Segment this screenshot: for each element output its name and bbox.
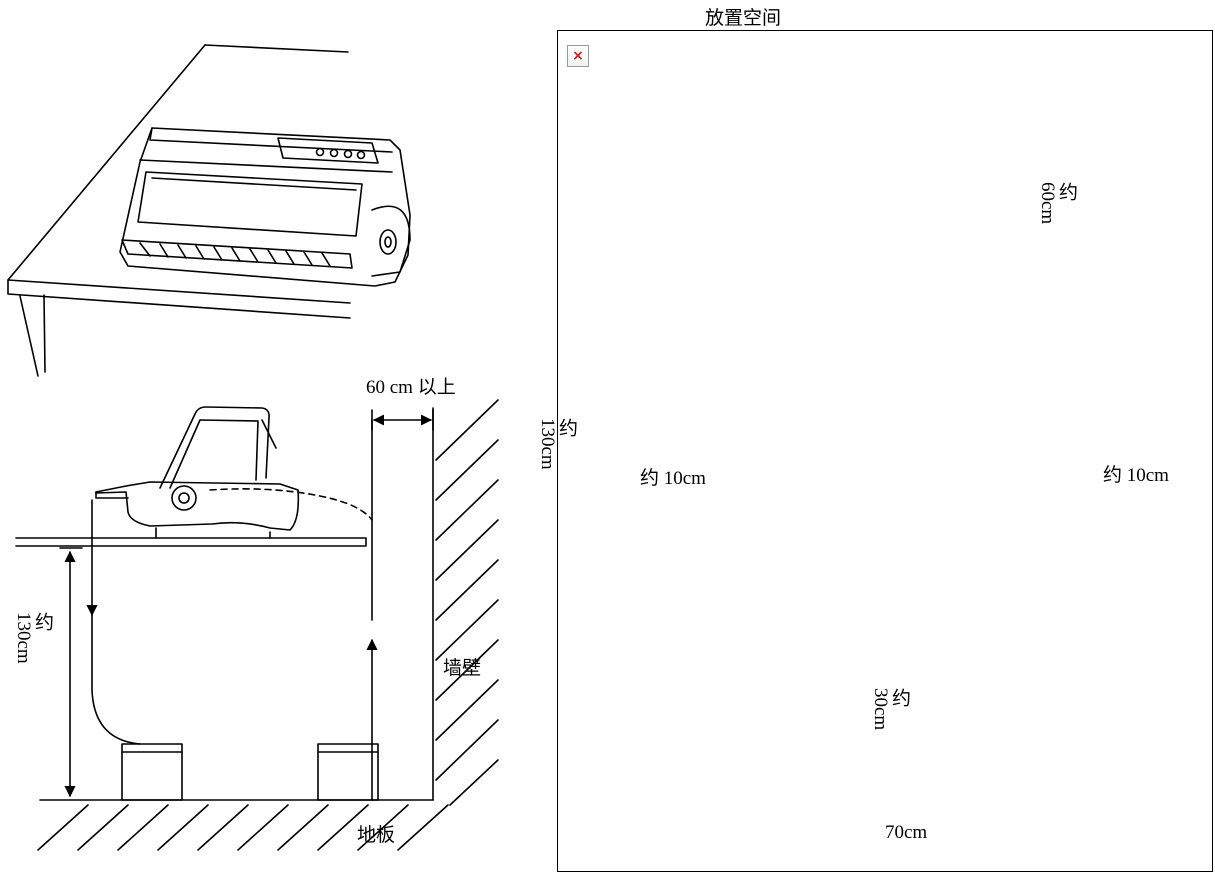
floor-label: 地板: [357, 825, 396, 846]
clearance-dimension: [371, 409, 434, 431]
printer-perspective: [119, 127, 411, 287]
space-back-label: 约 60cm: [1037, 182, 1077, 225]
height-dimension: [59, 547, 83, 798]
clearance-top-label: 60 cm 以上: [366, 377, 456, 398]
side-view-wall: [432, 399, 499, 806]
height-left-label: 约 130cm: [13, 612, 53, 664]
broken-image-x: ×: [572, 48, 584, 64]
space-right-label: 约 10cm: [1103, 465, 1169, 486]
printer-installation-illustration: [7, 44, 499, 851]
space-left-label: 约 10cm: [640, 468, 706, 489]
space-front-label: 约 30cm: [870, 688, 910, 731]
side-view-paper-path: [86, 419, 378, 801]
side-view-desk: [15, 537, 379, 801]
desk-perspective: [7, 44, 351, 377]
space-height-label: 约 130cm: [537, 418, 577, 470]
side-view-printer: [95, 406, 373, 539]
placement-space-box: [557, 30, 1213, 872]
broken-image-icon: ×: [567, 45, 589, 67]
placement-space-title: 放置空间: [705, 8, 782, 29]
wall-label: 墙壁: [443, 658, 482, 679]
space-width-label: 70cm: [885, 822, 928, 843]
